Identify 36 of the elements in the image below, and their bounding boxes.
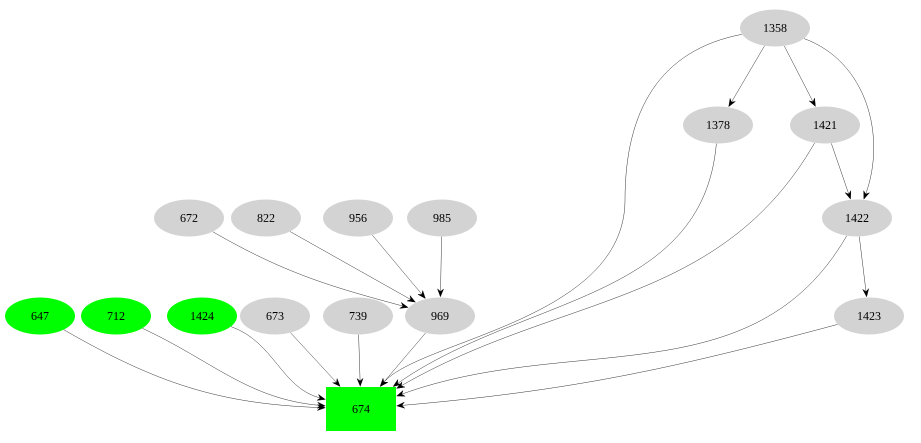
arrow <box>290 332 340 387</box>
ellipse-node: 1423 <box>834 298 904 334</box>
arrow <box>380 332 426 387</box>
arrow <box>380 34 742 387</box>
arrow <box>64 330 326 411</box>
ellipse-node: 1358 <box>740 10 810 46</box>
arrow <box>212 232 408 309</box>
ellipse-node: 1378 <box>683 106 753 144</box>
arrow <box>831 143 852 200</box>
ellipse-node: 1424 <box>167 298 237 334</box>
arrow <box>728 46 765 107</box>
arrow <box>230 326 326 401</box>
ellipse-node: 672 <box>154 200 224 236</box>
arrow <box>396 324 838 408</box>
ellipse-node: 1422 <box>822 200 892 236</box>
arrow <box>372 234 426 299</box>
ellipse-node: 822 <box>231 200 301 236</box>
ellipse-node: 969 <box>405 298 475 334</box>
arrow <box>142 328 326 408</box>
ellipse-node: 739 <box>323 298 393 334</box>
ellipse-node: 647 <box>5 298 75 334</box>
ellipse-node: 1421 <box>790 106 860 144</box>
arrow <box>784 46 816 107</box>
ellipse-node: 712 <box>81 298 151 334</box>
arrow <box>437 236 444 297</box>
arrow <box>396 236 847 396</box>
arrow <box>396 142 815 389</box>
arrow <box>356 334 364 386</box>
box-node: 674 <box>326 387 396 431</box>
arrow <box>392 143 717 387</box>
arrow <box>804 38 874 200</box>
ellipse-node: 673 <box>240 298 310 334</box>
arrow <box>859 236 869 297</box>
ellipse-node: 956 <box>323 200 393 236</box>
ellipse-node: 985 <box>407 200 477 236</box>
arrow <box>290 231 416 302</box>
